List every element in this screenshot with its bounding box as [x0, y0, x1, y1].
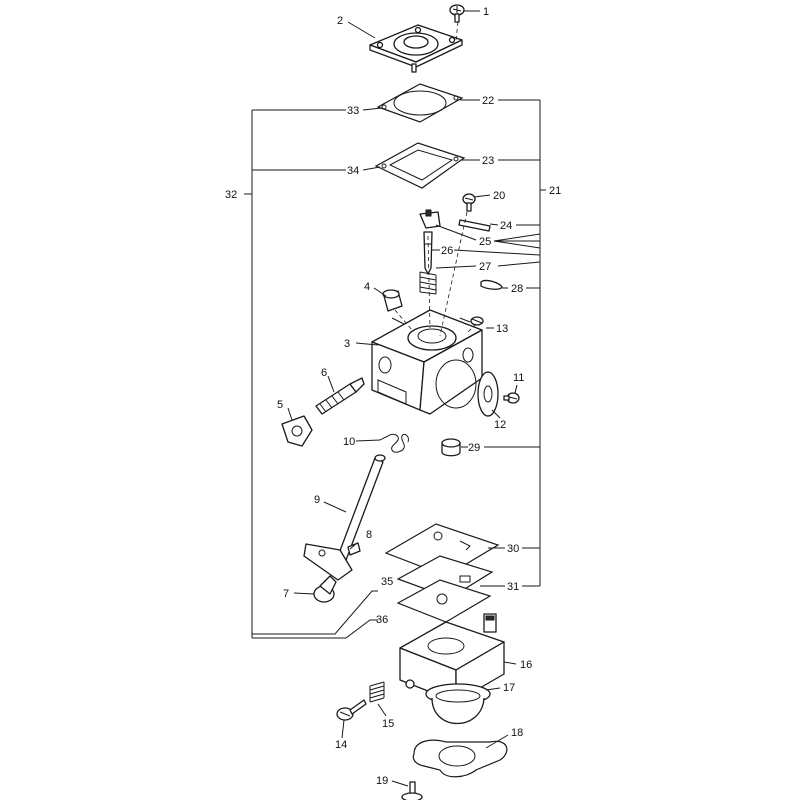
callout-32: 32	[225, 189, 237, 201]
leader-lines	[287, 10, 518, 787]
part-6-adjusting-screw	[315, 377, 365, 415]
callout-11: 11	[513, 372, 524, 384]
callout-12: 12	[494, 419, 506, 431]
callout-9: 9	[314, 494, 320, 506]
part-11-screw	[503, 392, 520, 404]
callout-13: 13	[496, 323, 508, 335]
callout-21: 21	[549, 185, 561, 197]
callout-22: 22	[482, 95, 494, 107]
callout-27: 27	[479, 261, 491, 273]
part-12-cover-plate	[477, 371, 499, 417]
alignment-lines	[394, 21, 477, 337]
part-1-screw	[449, 4, 465, 23]
part-34-diaphragm	[374, 142, 466, 189]
callout-16: 16	[520, 659, 532, 671]
callout-1: 1	[483, 6, 489, 18]
part-10-spring	[379, 433, 409, 453]
callout-30: 30	[507, 543, 519, 555]
callout-2: 2	[337, 15, 343, 27]
callout-10: 10	[343, 436, 355, 448]
part-15-spring	[369, 681, 385, 703]
callout-7: 7	[283, 588, 289, 600]
callout-15: 15	[382, 718, 394, 730]
part-5-cap	[281, 415, 313, 447]
callout-35: 35	[381, 576, 393, 588]
callout-5: 5	[277, 399, 283, 411]
callout-labels: 1 2 33 22 34 23 32 20 21 24 25 26 27 4 2…	[225, 6, 561, 787]
callout-25: 25	[479, 236, 491, 248]
callout-20: 20	[493, 190, 505, 202]
callout-24: 24	[500, 220, 512, 232]
callout-3: 3	[344, 338, 350, 350]
callout-34: 34	[347, 165, 359, 177]
callout-23: 23	[482, 155, 494, 167]
callout-36: 36	[376, 614, 388, 626]
part-14-screw	[336, 699, 367, 721]
part-28-pin	[480, 279, 503, 290]
callout-31: 31	[507, 581, 519, 593]
callout-33: 33	[347, 105, 359, 117]
part-24-pin	[458, 219, 491, 232]
part-18-gasket	[412, 739, 508, 778]
callout-29: 29	[468, 442, 480, 454]
callout-17: 17	[503, 682, 515, 694]
part-7-knob	[313, 575, 337, 603]
bracket-32	[244, 109, 378, 639]
callout-19: 19	[376, 775, 388, 787]
part-19-screw	[401, 781, 423, 800]
part-20-screw	[462, 193, 476, 212]
part-29-plug	[441, 438, 461, 457]
callout-18: 18	[511, 727, 523, 739]
part-33-gasket	[376, 83, 464, 123]
callout-26: 26	[441, 245, 453, 257]
part-2-pump-cover	[369, 24, 463, 73]
callout-6: 6	[321, 367, 327, 379]
part-17-primer-bulb	[425, 683, 491, 724]
part-4-plug	[382, 289, 403, 312]
callout-14: 14	[335, 739, 347, 751]
part-36-gasket-plate	[396, 579, 492, 623]
callout-8: 8	[366, 529, 372, 541]
part-9-throttle-shaft	[303, 454, 386, 581]
part-3-carburetor-body	[371, 309, 483, 415]
part-8-clip	[347, 542, 361, 556]
part-13-screw	[470, 316, 484, 326]
part-27-spring	[419, 271, 437, 295]
callout-4: 4	[364, 281, 370, 293]
bracket-21	[453, 99, 546, 587]
callout-28: 28	[511, 283, 523, 295]
